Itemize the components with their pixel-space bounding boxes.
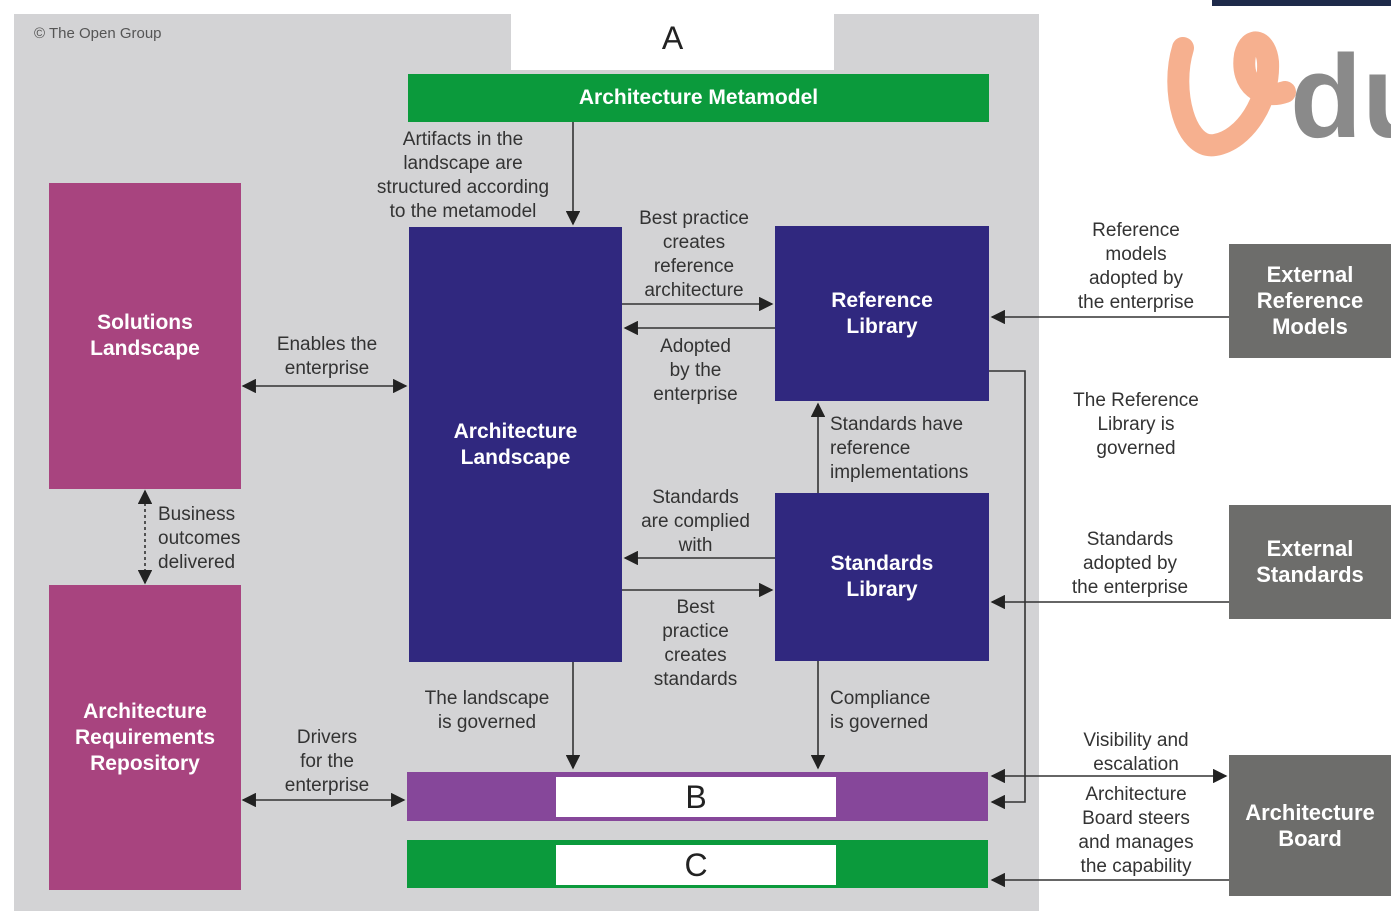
label-ref-lib-governed: The Reference Library is governed [1073, 390, 1199, 459]
architecture-landscape-box: Architecture Landscape [409, 227, 622, 662]
logo-text: du [1290, 31, 1391, 163]
label-ref-models: Reference models adopted by the enterpri… [1077, 220, 1195, 313]
label-landscape-governed: The landscape is governed [424, 688, 550, 733]
label-standards-ref: Standards have reference implementations [830, 414, 969, 483]
label-adopted: Adopted by the enterprise [653, 336, 738, 405]
label-board-steers: Architecture Board steers and manages th… [1078, 784, 1194, 877]
label-drivers: Drivers for the enterprise [284, 727, 370, 796]
architecture-metamodel-box: Architecture Metamodel [408, 74, 989, 122]
reference-library-box: Reference Library [775, 226, 989, 401]
label-std-adopted: Standards adopted by the enterprise [1071, 529, 1189, 598]
external-standards-box: External Standards [1229, 505, 1391, 619]
letter-a: A [661, 20, 684, 56]
letter-b: B [556, 777, 836, 817]
label-bp-standards: Best practice creates standards [653, 597, 738, 690]
letter-c: C [556, 845, 836, 885]
logo-bar [1212, 0, 1391, 6]
architecture-board-box: Architecture Board [1229, 755, 1391, 896]
logo-swoosh [1167, 31, 1296, 157]
standards-library-box: Standards Library [775, 493, 989, 661]
label-enables: Enables the enterprise [276, 334, 378, 379]
label-compliance-governed: Compliance is governed [830, 688, 931, 733]
external-reference-models-box: External Reference Models [1229, 244, 1391, 358]
solutions-landscape-box: Solutions Landscape [49, 183, 241, 489]
label-artifacts: Artifacts in the landscape are structure… [376, 129, 550, 222]
architecture-requirements-repository-box: Architecture Requirements Repository [49, 585, 241, 890]
copyright-text: © The Open Group [34, 25, 162, 42]
label-bp-ref-arch: Best practice creates reference architec… [639, 208, 749, 301]
arrow-ref-lib-governed [989, 370, 1026, 810]
label-complied: Standards are complied with [641, 487, 750, 556]
label-business-outcomes: Business outcomes delivered [158, 504, 241, 573]
title-notch [511, 14, 834, 70]
label-visibility: Visibility and escalation [1083, 730, 1189, 775]
